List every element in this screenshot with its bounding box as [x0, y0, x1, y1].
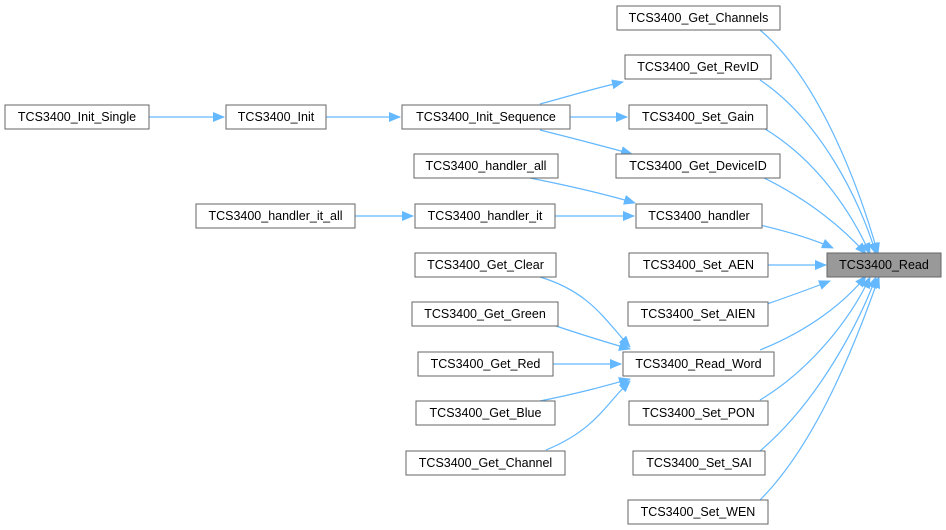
node-tcs3400-get-blue[interactable]: TCS3400_Get_Blue: [415, 400, 556, 426]
node-tcs3400-handler[interactable]: TCS3400_handler: [635, 203, 763, 229]
node-tcs3400-handler-all[interactable]: TCS3400_handler_all: [413, 153, 559, 179]
edges-layer: [149, 29, 880, 501]
node-tcs3400-get-channels[interactable]: TCS3400_Get_Channels: [616, 5, 781, 31]
node-label: TCS3400_Get_Blue: [430, 406, 542, 420]
node-label: TCS3400_Init: [238, 110, 315, 124]
node-tcs3400-set-wen[interactable]: TCS3400_Set_WEN: [627, 499, 769, 525]
edge-init-sequence-to-get-revid: [539, 79, 624, 105]
node-label: TCS3400_Set_AIEN: [641, 307, 756, 321]
edge-init-sequence-to-get-deviceid: [539, 129, 633, 156]
nodes-layer: TCS3400_Read TCS3400_Get_Channels TCS340…: [4, 5, 942, 525]
node-tcs3400-get-clear[interactable]: TCS3400_Get_Clear: [414, 252, 557, 278]
node-label: TCS3400_Set_WEN: [641, 505, 756, 519]
node-tcs3400-handler-it[interactable]: TCS3400_handler_it: [414, 203, 556, 229]
node-label: TCS3400_Set_PON: [642, 406, 755, 420]
edge-get-green-to-read-word: [555, 325, 631, 351]
node-label: TCS3400_handler_all: [426, 159, 547, 173]
node-tcs3400-init[interactable]: TCS3400_Init: [225, 104, 327, 130]
node-label: TCS3400_Get_DeviceID: [629, 159, 767, 173]
node-tcs3400-init-single[interactable]: TCS3400_Init_Single: [4, 104, 150, 130]
node-label: TCS3400_Get_Channel: [419, 456, 552, 470]
edge-get-channels-to-read: [759, 29, 880, 255]
node-label: TCS3400_Get_Green: [424, 307, 546, 321]
edge-get-revid-to-read: [759, 79, 878, 255]
node-label: TCS3400_Read_Word: [635, 357, 761, 371]
node-label: TCS3400_Get_Red: [431, 357, 541, 371]
node-tcs3400-get-revid[interactable]: TCS3400_Get_RevID: [624, 54, 772, 80]
edge-read-word-to-read: [759, 275, 867, 351]
node-label: TCS3400_Read: [839, 258, 929, 272]
edge-handler-to-read: [759, 224, 834, 249]
node-label: TCS3400_Get_Channels: [629, 11, 769, 25]
node-label: TCS3400_Set_SAI: [646, 456, 752, 470]
edge-set-aien-to-read: [766, 280, 831, 305]
node-tcs3400-set-sai[interactable]: TCS3400_Set_SAI: [632, 450, 766, 476]
node-label: TCS3400_Init_Sequence: [416, 110, 556, 124]
edge-set-wen-to-read: [759, 276, 880, 501]
node-label: TCS3400_handler_it_all: [208, 209, 342, 223]
node-tcs3400-set-aen[interactable]: TCS3400_Set_AEN: [628, 252, 769, 278]
node-tcs3400-init-sequence[interactable]: TCS3400_Init_Sequence: [401, 104, 571, 130]
edge-set-pon-to-read: [759, 276, 871, 401]
node-tcs3400-set-pon[interactable]: TCS3400_Set_PON: [628, 400, 769, 426]
node-label: TCS3400_Init_Single: [18, 110, 136, 124]
node-tcs3400-get-green[interactable]: TCS3400_Get_Green: [411, 301, 559, 327]
node-tcs3400-set-gain[interactable]: TCS3400_Set_Gain: [628, 104, 768, 130]
edge-get-channel-to-read-word: [545, 380, 631, 451]
edge-set-gain-to-read: [759, 125, 871, 255]
node-label: TCS3400_Get_Clear: [427, 258, 544, 272]
node-tcs3400-read-word[interactable]: TCS3400_Read_Word: [622, 351, 775, 377]
edge-handler-all-to-handler: [529, 177, 636, 205]
edge-get-deviceid-to-read: [759, 175, 867, 255]
edge-get-clear-to-read-word: [539, 276, 631, 348]
node-tcs3400-set-aien[interactable]: TCS3400_Set_AIEN: [627, 301, 769, 327]
node-tcs3400-handler-it-all[interactable]: TCS3400_handler_it_all: [195, 203, 356, 229]
edge-set-sai-to-read: [759, 276, 877, 452]
edge-get-blue-to-read-word: [539, 377, 631, 402]
node-tcs3400-get-red[interactable]: TCS3400_Get_Red: [417, 351, 554, 377]
node-label: TCS3400_Set_AEN: [643, 258, 754, 272]
node-label: TCS3400_handler_it: [428, 209, 543, 223]
node-tcs3400-get-channel[interactable]: TCS3400_Get_Channel: [405, 450, 566, 476]
node-label: TCS3400_handler: [648, 209, 749, 223]
node-tcs3400-read[interactable]: TCS3400_Read: [826, 252, 942, 278]
node-label: TCS3400_Set_Gain: [642, 110, 754, 124]
node-tcs3400-get-deviceid[interactable]: TCS3400_Get_DeviceID: [615, 153, 781, 179]
node-label: TCS3400_Get_RevID: [637, 60, 759, 74]
